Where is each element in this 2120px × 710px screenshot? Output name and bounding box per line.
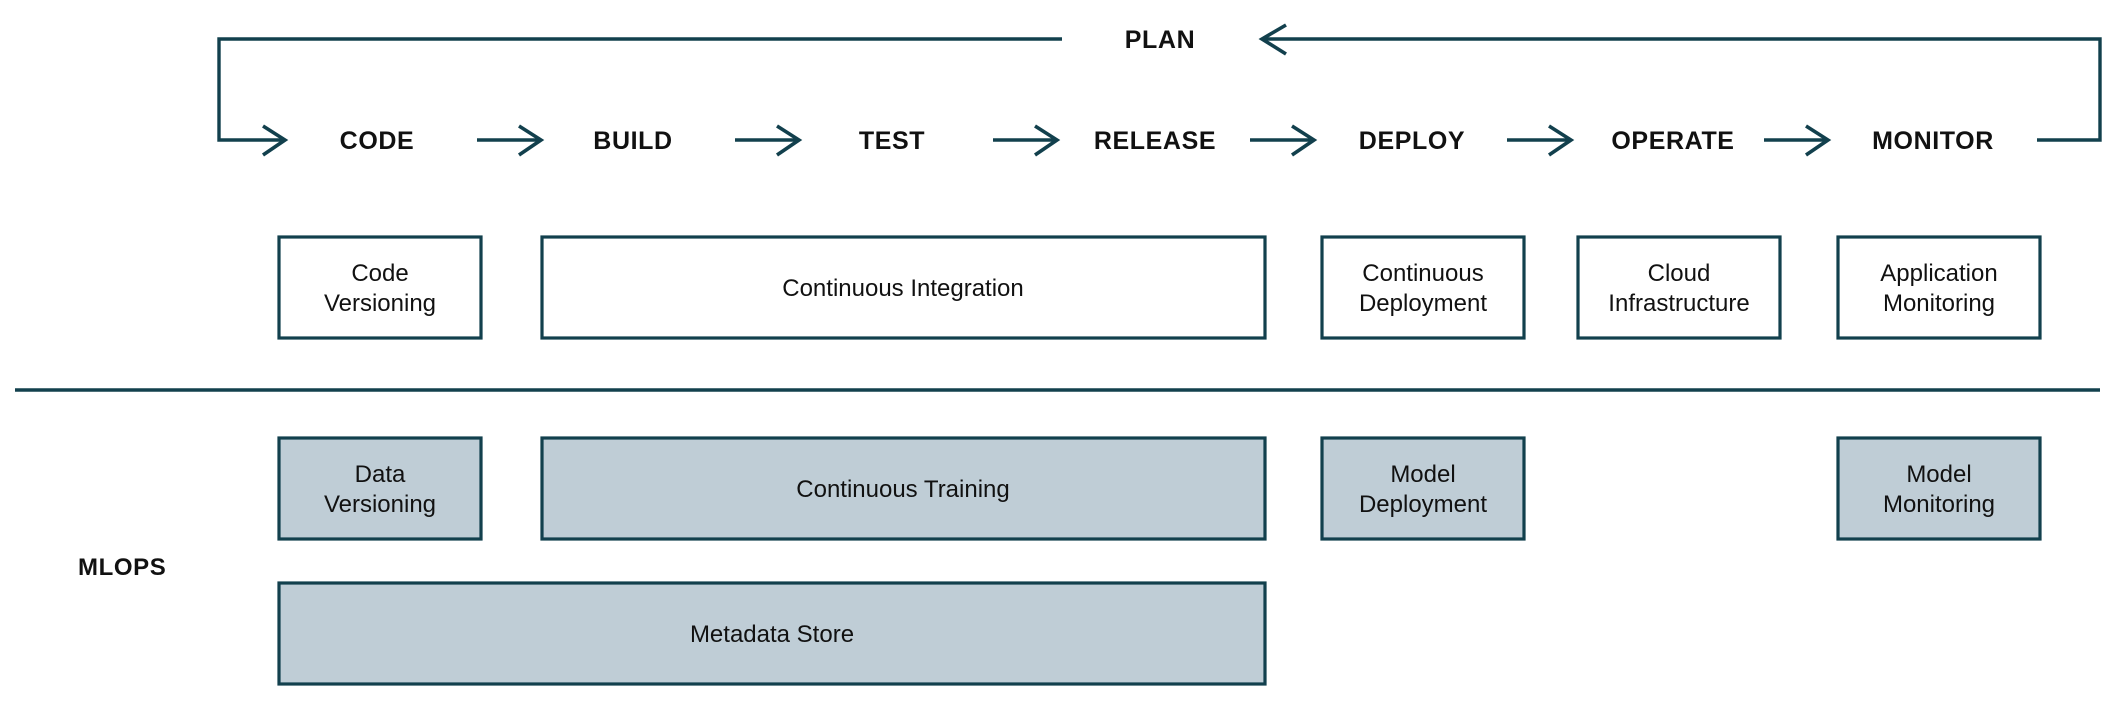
box-data-versioning[interactable]: Data Versioning xyxy=(277,436,483,541)
section-label-mlops: MLOPS xyxy=(78,554,166,581)
box-continuous-deployment[interactable]: Continuous Deployment xyxy=(1320,235,1526,340)
stage-label-release: RELEASE xyxy=(1094,127,1216,155)
box-metadata-store-label: Metadata Store xyxy=(690,621,854,648)
box-application-monitoring-line2: Monitoring xyxy=(1883,290,1995,317)
box-model-deployment[interactable]: Model Deployment xyxy=(1320,436,1526,541)
box-continuous-deployment-line1: Continuous xyxy=(1362,260,1483,287)
stage-label-build: BUILD xyxy=(593,127,672,155)
stage-labels: CODE BUILD TEST RELEASE DEPLOY OPERATE M… xyxy=(340,127,1994,155)
arrow-build-to-test-icon xyxy=(735,124,803,157)
stage-label-monitor: MONITOR xyxy=(1872,127,1994,155)
box-code-versioning[interactable]: Code Versioning xyxy=(277,235,483,340)
devops-boxes-row: Code Versioning Continuous Integration C… xyxy=(277,235,2042,340)
box-application-monitoring-line1: Application xyxy=(1880,260,1997,287)
box-code-versioning-line1: Code xyxy=(351,260,408,287)
box-model-deployment-line1: Model xyxy=(1390,461,1455,488)
stage-label-deploy: DEPLOY xyxy=(1359,127,1465,155)
box-data-versioning-line1: Data xyxy=(355,461,406,488)
box-metadata-store[interactable]: Metadata Store xyxy=(277,581,1267,686)
stage-label-plan: PLAN xyxy=(1125,26,1195,54)
box-application-monitoring[interactable]: Application Monitoring xyxy=(1836,235,2042,340)
stage-arrows xyxy=(477,124,1832,157)
lifecycle-loop-path xyxy=(217,23,2102,157)
stage-label-operate: OPERATE xyxy=(1611,127,1734,155)
arrow-code-to-build-icon xyxy=(477,124,545,157)
box-continuous-integration-label: Continuous Integration xyxy=(782,275,1024,302)
box-continuous-training-label: Continuous Training xyxy=(796,476,1009,503)
arrow-operate-to-monitor-icon xyxy=(1764,124,1832,157)
box-continuous-training[interactable]: Continuous Training xyxy=(540,436,1267,541)
stage-label-code: CODE xyxy=(340,127,415,155)
box-model-deployment-line2: Deployment xyxy=(1359,491,1487,518)
box-continuous-integration[interactable]: Continuous Integration xyxy=(540,235,1267,340)
arrow-test-to-release-icon xyxy=(993,124,1061,157)
box-model-monitoring-line1: Model xyxy=(1906,461,1971,488)
box-continuous-deployment-line2: Deployment xyxy=(1359,290,1487,317)
box-model-monitoring[interactable]: Model Monitoring xyxy=(1836,436,2042,541)
box-code-versioning-line2: Versioning xyxy=(324,290,436,317)
box-cloud-infrastructure-line2: Infrastructure xyxy=(1608,290,1749,317)
loop-left-path xyxy=(217,37,1062,142)
box-cloud-infrastructure[interactable]: Cloud Infrastructure xyxy=(1576,235,1782,340)
plan-arrowhead-icon xyxy=(1258,23,1287,56)
into-code-arrowhead-icon xyxy=(261,124,289,157)
box-data-versioning-line2: Versioning xyxy=(324,491,436,518)
arrow-deploy-to-operate-icon xyxy=(1507,124,1575,157)
box-model-monitoring-line2: Monitoring xyxy=(1883,491,1995,518)
loop-right-path xyxy=(1262,37,2102,142)
arrow-release-to-deploy-icon xyxy=(1250,124,1318,157)
box-cloud-infrastructure-line1: Cloud xyxy=(1648,260,1711,287)
stage-label-test: TEST xyxy=(859,127,925,155)
mlops-boxes-row: Data Versioning Continuous Training Mode… xyxy=(277,436,2042,686)
